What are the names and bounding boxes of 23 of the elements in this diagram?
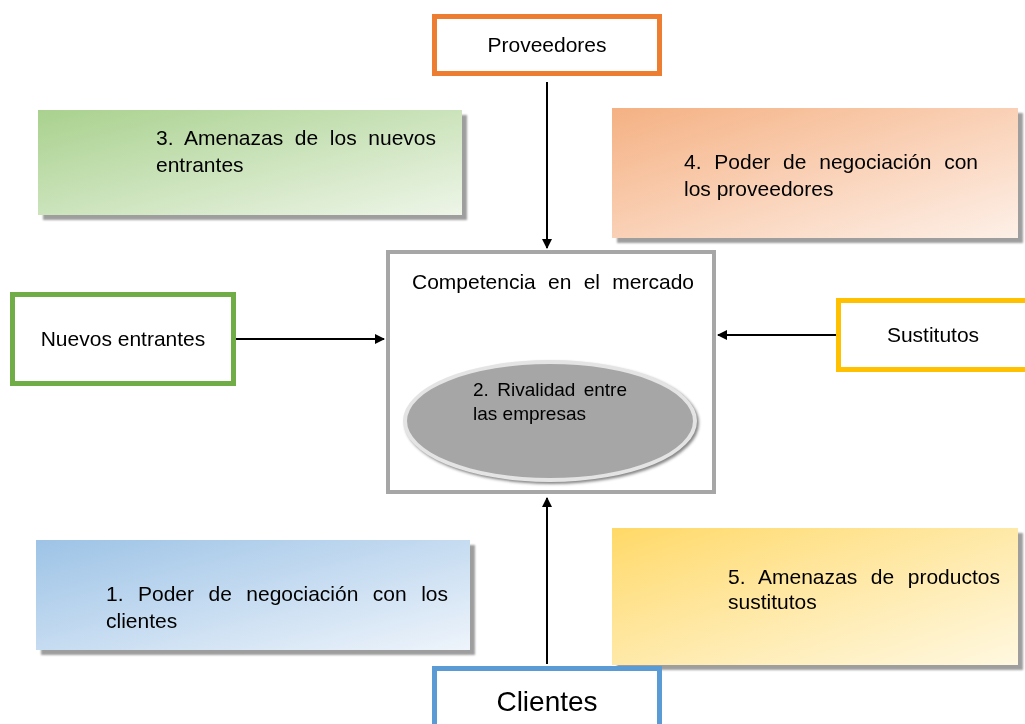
note-box <box>612 108 1018 238</box>
node-text: 5. Amenazas de productos sustitutos <box>728 564 1000 615</box>
arrow <box>717 330 837 340</box>
node-text: Clientes <box>496 685 598 719</box>
note-box <box>36 540 470 650</box>
arrow <box>542 497 552 665</box>
arrow <box>235 334 385 344</box>
container-box <box>386 250 716 494</box>
process-box <box>432 666 662 724</box>
node-text: 3. Amenazas de los nuevos entrantes <box>156 125 436 179</box>
process-box <box>10 292 236 386</box>
node-text: 1. Poder de negociación con los clientes <box>106 581 448 635</box>
note-box <box>38 110 462 215</box>
node-text: Proveedores <box>487 32 607 59</box>
node-text: Competencia en el mercado <box>412 270 694 295</box>
process-box <box>432 14 662 76</box>
node-text: Nuevos entrantes <box>40 326 206 352</box>
note-box <box>612 528 1018 665</box>
process-box <box>836 298 1025 372</box>
node-text: 2. Rivalidad entre las empresas <box>473 378 627 426</box>
node-text: 4. Poder de negociación con los proveedores <box>684 149 978 203</box>
node-text: Sustitutos <box>886 322 980 349</box>
arrow <box>542 81 552 249</box>
